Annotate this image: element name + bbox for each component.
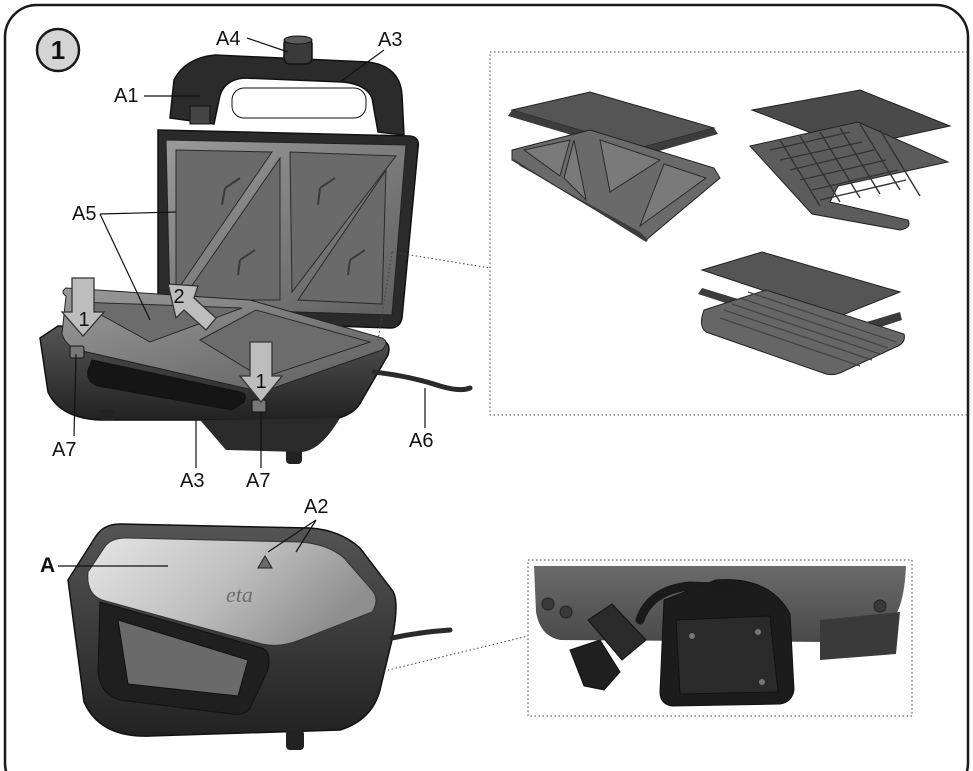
arrow-down-left — [60, 277, 106, 337]
step-number-1-right: 1 — [255, 371, 266, 393]
label-a3-bottom: A3 — [180, 470, 204, 492]
plug — [569, 639, 621, 691]
lower-right-triangle — [198, 309, 372, 379]
handle-opening — [231, 87, 367, 119]
indicator-knob — [283, 35, 313, 65]
arrow-diagonal — [167, 283, 217, 331]
cord-storage-panel — [527, 559, 913, 717]
upper-right-triangle-a — [289, 151, 397, 294]
figure-number-badge: 1 — [35, 27, 81, 73]
waffle-plates — [749, 89, 952, 231]
closed-lid-steel — [87, 537, 377, 646]
underside-foot-pad — [820, 612, 900, 660]
latch-right — [251, 399, 267, 413]
label-a5: A5 — [72, 203, 96, 225]
label-a1: A1 — [114, 85, 138, 107]
base-bottom — [200, 418, 340, 452]
upper-right-triangle-b — [297, 168, 387, 305]
brand-logo: eta — [226, 582, 253, 607]
closed-foot — [286, 730, 304, 750]
arrow-down-right — [238, 341, 284, 404]
label-a7-right: A7 — [246, 470, 270, 492]
figure-frame — [3, 3, 970, 771]
foot-left — [100, 410, 114, 420]
leader-a3-top — [339, 49, 385, 83]
power-cord-closed — [389, 627, 453, 641]
sandwich-plates — [508, 91, 721, 242]
label-a4: A4 — [216, 28, 240, 50]
leader-a5 — [99, 211, 177, 321]
indicator-light — [257, 555, 273, 569]
label-a3-top: A3 — [378, 29, 402, 51]
leader-a7-left — [73, 353, 77, 437]
step-number-2: 2 — [173, 286, 184, 308]
figure-number: 1 — [51, 35, 65, 65]
hinge-bracket — [189, 105, 211, 125]
lid-handle — [169, 54, 405, 136]
label-a7-left: A7 — [52, 439, 76, 461]
step-number-1-left: 1 — [78, 309, 89, 331]
power-cord-open — [371, 369, 473, 393]
grill-plates — [698, 251, 905, 376]
label-a: A — [40, 554, 55, 577]
leader-a2 — [267, 519, 317, 553]
closed-handle-opening — [117, 619, 249, 697]
cord-storage-zoom-leader — [379, 635, 529, 673]
plug-strain-relief — [587, 603, 647, 661]
leader-a4 — [246, 37, 289, 53]
label-a2: A2 — [304, 496, 328, 518]
cord-storage-photo — [532, 564, 908, 712]
open-sandwich-maker: 1 2 1 — [39, 35, 473, 464]
closed-sandwich-maker: eta — [67, 523, 453, 750]
front-handle-slot — [87, 359, 246, 411]
cord-wrapped — [635, 581, 745, 625]
label-a6: A6 — [409, 430, 433, 452]
latch-left — [69, 345, 85, 359]
plates-zoom-leader — [377, 251, 491, 341]
cord-wrap-plate — [675, 615, 779, 695]
upper-left-triangle-a — [175, 149, 273, 294]
plates-panel — [489, 51, 970, 416]
